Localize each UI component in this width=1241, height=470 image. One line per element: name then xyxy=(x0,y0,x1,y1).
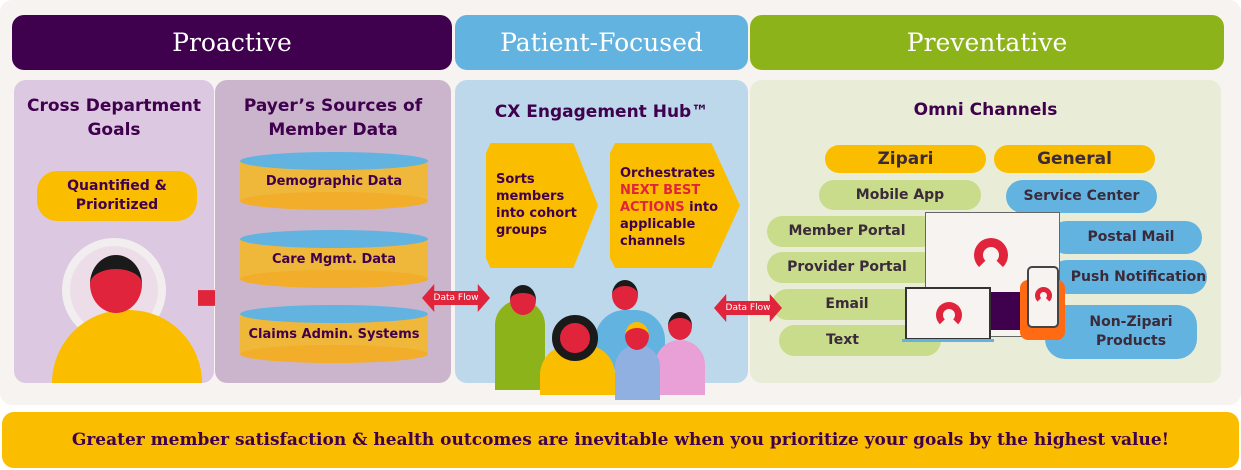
general-label: General xyxy=(994,145,1155,173)
zipari-label: Zipari xyxy=(825,145,986,173)
laptop-base xyxy=(902,339,994,342)
header-preventative: Preventative xyxy=(750,15,1224,70)
sort-step: Sorts members into cohort groups xyxy=(486,143,598,268)
sources-title: Payer’s Sources of Member Data xyxy=(243,96,423,140)
goals-title: Cross Department Goals xyxy=(27,96,201,140)
crowd-head xyxy=(552,315,598,361)
channel-member-portal: Member Portal xyxy=(767,216,937,247)
source-label: Care Mgmt. Data xyxy=(271,252,397,267)
crowd-head xyxy=(612,280,638,310)
source-claims: Claims Admin. Systems xyxy=(240,305,428,363)
zipari-logo-icon xyxy=(1035,287,1052,304)
crowd-head xyxy=(510,285,536,315)
next-best-actions: NEXT BEST ACTIONS xyxy=(620,183,701,215)
bottom-banner: Greater member satisfaction & health out… xyxy=(2,412,1239,468)
hub-title: CX Engagement Hub™ xyxy=(494,102,709,122)
source-care-mgmt: Care Mgmt. Data xyxy=(240,230,428,288)
sort-step-text: Sorts members into cohort groups xyxy=(496,172,577,238)
channel-provider-portal: Provider Portal xyxy=(767,252,937,283)
header-proactive: Proactive xyxy=(12,15,452,70)
orchestrate-step: Orchestrates NEXT BEST ACTIONS into appl… xyxy=(610,143,740,268)
source-label: Demographic Data xyxy=(265,174,403,189)
zipari-logo-icon xyxy=(974,238,1008,272)
crowd-person xyxy=(495,300,545,390)
omni-title: Omni Channels xyxy=(913,100,1058,120)
crowd-head xyxy=(668,312,692,340)
zipari-logo-icon xyxy=(936,302,962,328)
channel-postal-mail: Postal Mail xyxy=(1050,221,1202,254)
header-patient-focused: Patient-Focused xyxy=(455,15,748,70)
source-label: Claims Admin. Systems xyxy=(248,327,420,342)
quantified-badge: Quantified & Prioritized xyxy=(37,171,197,221)
channel-mobile-app: Mobile App xyxy=(819,180,981,210)
crowd-head xyxy=(625,322,649,350)
source-demographic: Demographic Data xyxy=(240,152,428,210)
step2-pre: Orchestrates xyxy=(620,166,716,181)
crowd-person xyxy=(615,345,660,400)
monitor-stand xyxy=(990,292,1020,330)
channel-non-zipari: Non-Zipari Products xyxy=(1045,305,1197,359)
channel-push-notification: Push Notification xyxy=(1050,260,1207,294)
channel-email: Email xyxy=(772,289,922,320)
step2-post: into applicable channels xyxy=(620,200,718,249)
channel-service-center: Service Center xyxy=(1006,180,1157,213)
crowd-person xyxy=(655,340,705,395)
person-head xyxy=(90,255,142,313)
